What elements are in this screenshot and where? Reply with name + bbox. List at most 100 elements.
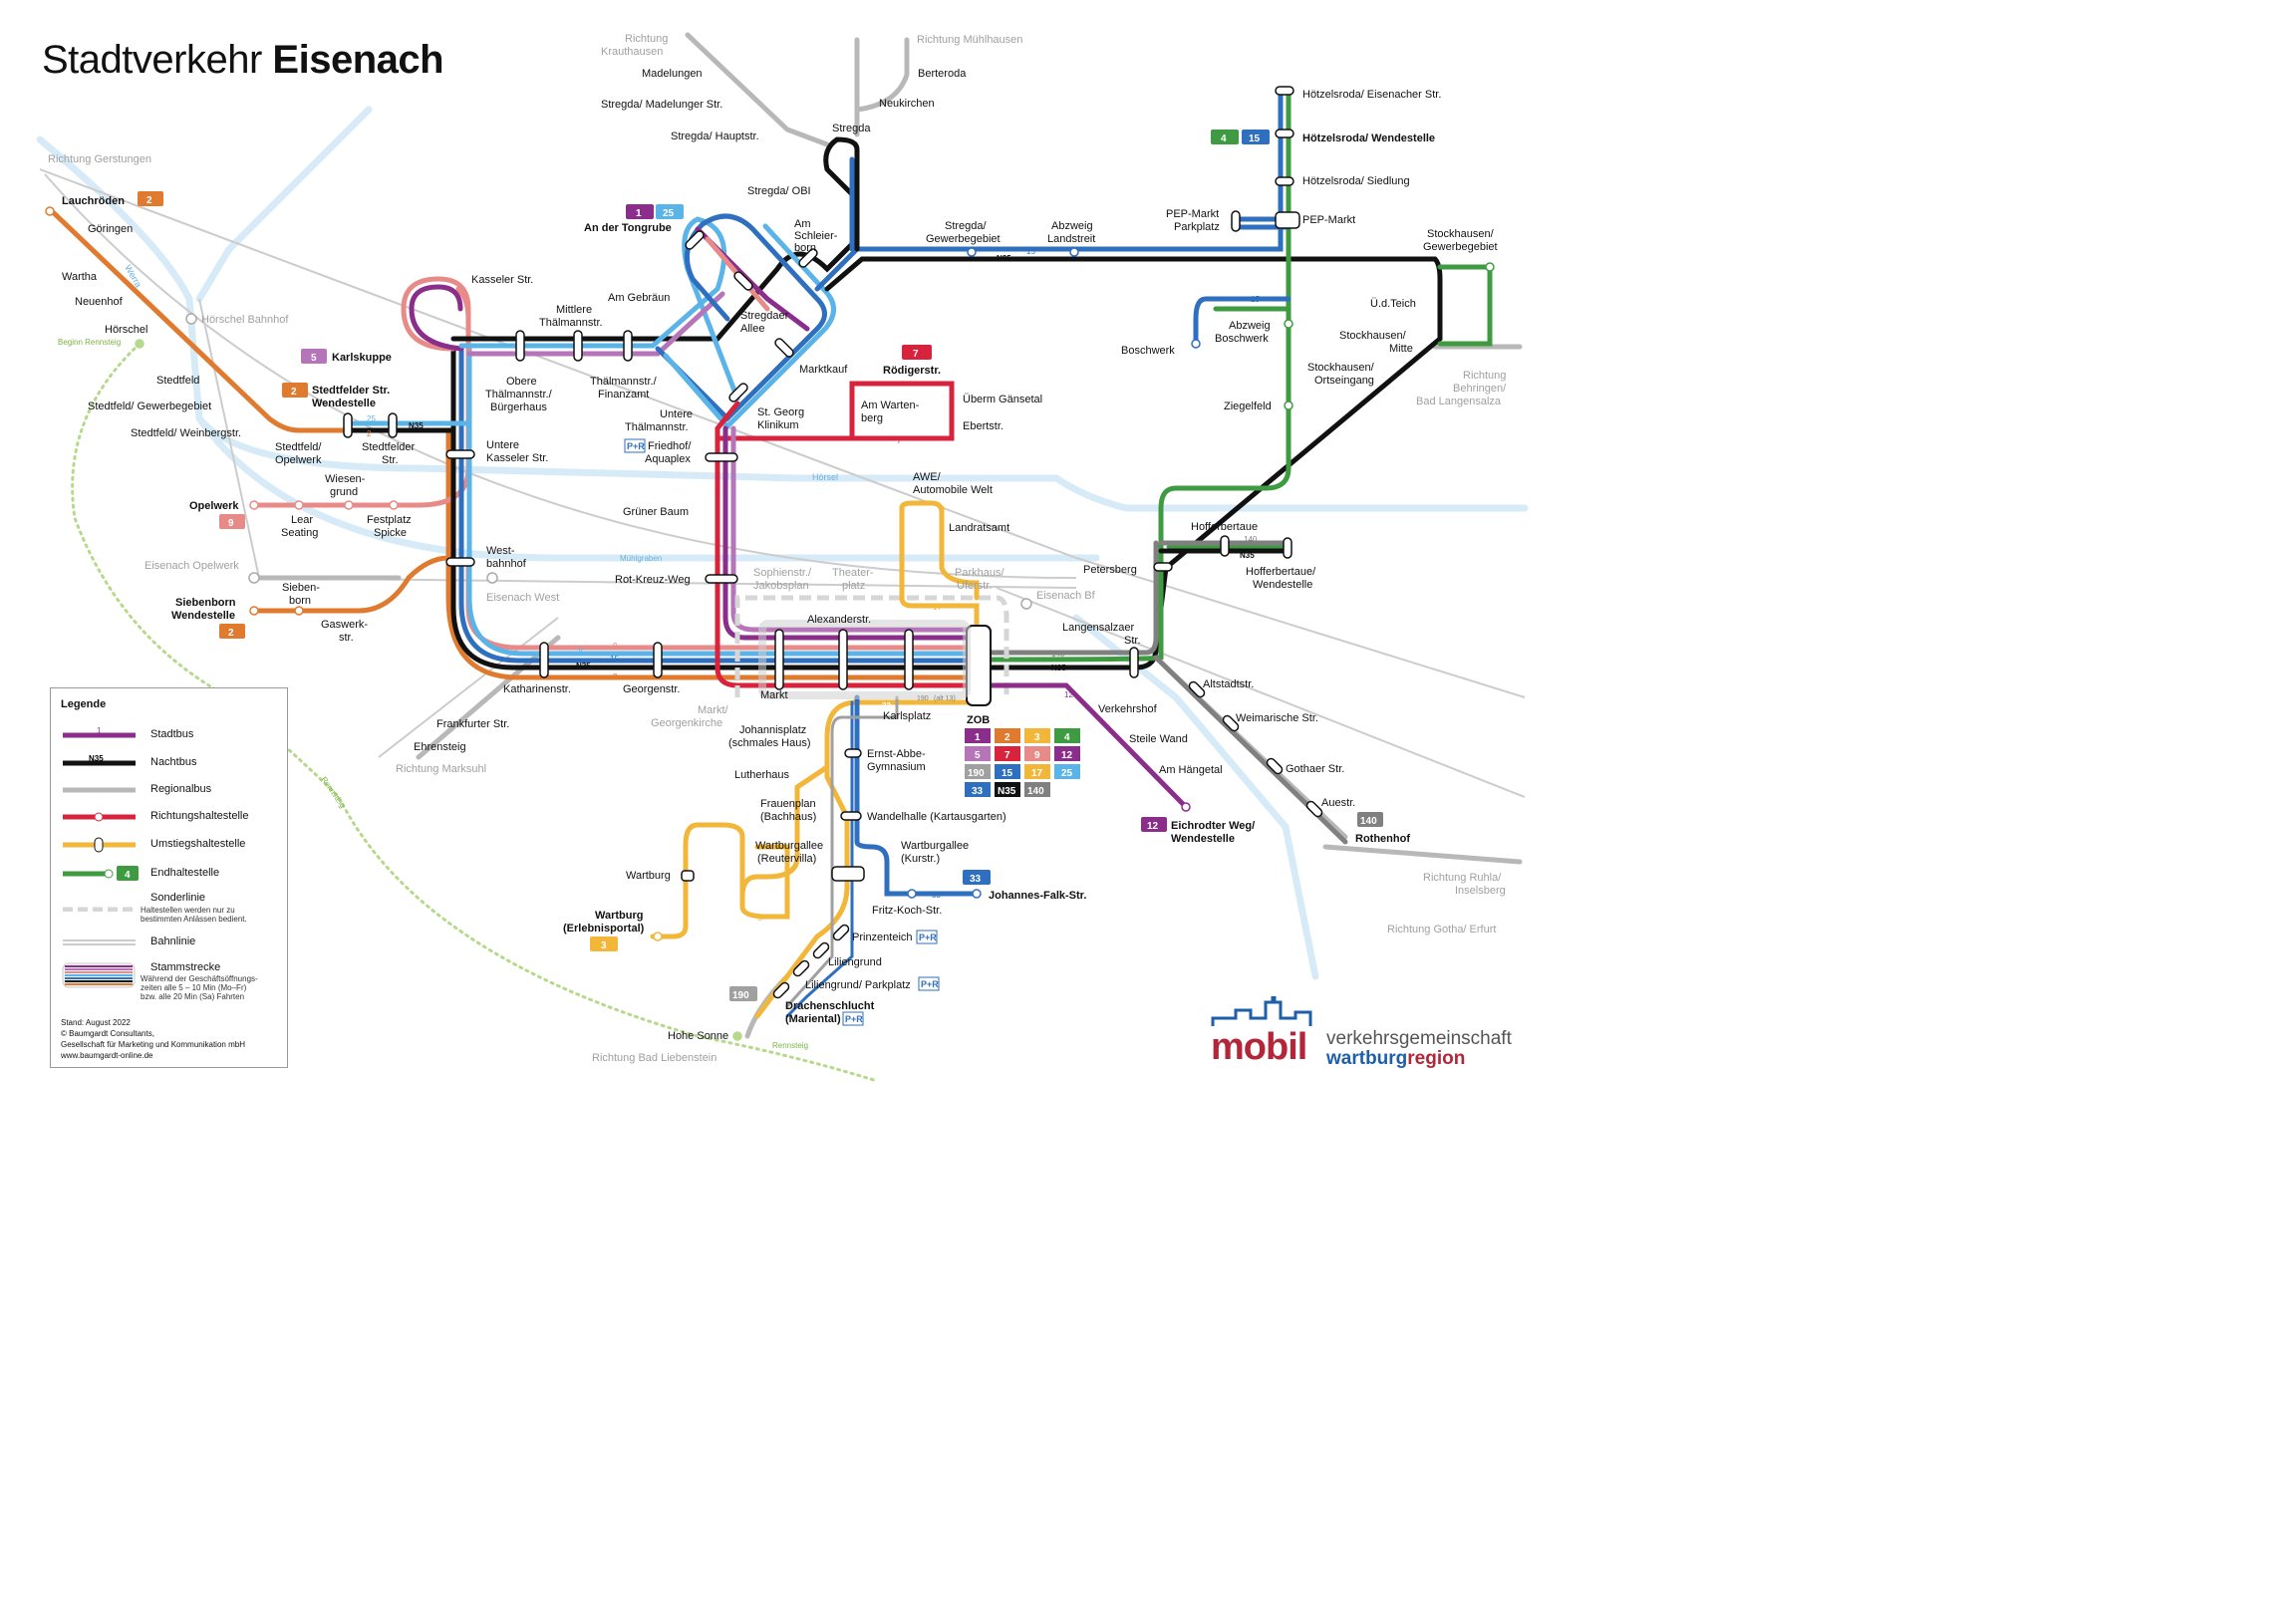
stop-karlskuppe[interactable]: Karlskuppe <box>332 352 392 364</box>
stop-am-wartenberg[interactable]: Am Warten-berg <box>861 400 920 424</box>
stop-hoerschel[interactable]: Hörschel <box>105 324 147 336</box>
stop-lutherhaus[interactable]: Lutherhaus <box>734 769 790 781</box>
stop-boschwerk[interactable]: Boschwerk <box>1121 345 1175 357</box>
stop-altstadtstr[interactable]: Altstadtstr. <box>1203 678 1254 690</box>
stop-wandelhalle[interactable]: Wandelhalle (Kartausgarten) <box>867 811 1006 823</box>
stop-wiesengrund[interactable]: Wiesen-grund <box>325 473 366 498</box>
stop-frankfurter[interactable]: Frankfurter Str. <box>436 718 509 730</box>
stop-wartburg[interactable]: Wartburg <box>626 870 671 882</box>
stop-stockhausen-ort[interactable]: Stockhausen/Ortseingang <box>1307 362 1375 387</box>
stop-markt[interactable]: Markt <box>760 689 788 701</box>
stop-madelungen[interactable]: Madelungen <box>642 68 703 80</box>
stop-friedhof[interactable]: Friedhof/Aquaplex <box>645 440 692 465</box>
stop-prinzenteich[interactable]: Prinzenteich <box>852 932 913 943</box>
stop-neukirchen[interactable]: Neukirchen <box>879 98 935 110</box>
stop-petersberg[interactable]: Petersberg <box>1083 564 1137 576</box>
stop-theaterplatz[interactable]: Theater-platz <box>832 567 874 592</box>
stop-liliengrund-pp[interactable]: Liliengrund/ Parkplatz <box>805 979 911 991</box>
stop-markt-georgen[interactable]: Markt/Georgenkirche <box>651 704 729 729</box>
stop-wartha[interactable]: Wartha <box>62 271 98 283</box>
stop-zob[interactable]: ZOB <box>967 714 990 726</box>
stop-johannes-falk[interactable]: Johannes-Falk-Str. <box>989 890 1086 902</box>
stop-hofferbertaue-w[interactable]: Hofferbertaue/Wendestelle <box>1246 566 1316 591</box>
stop-am-haengetal[interactable]: Am Hängetal <box>1159 764 1223 776</box>
stop-gruener-baum[interactable]: Grüner Baum <box>623 506 689 518</box>
stop-karlsplatz[interactable]: Karlsplatz <box>883 710 931 722</box>
stop-verkehrshof[interactable]: Verkehrshof <box>1098 703 1158 715</box>
stop-lauchroeden[interactable]: Lauchröden <box>62 195 125 207</box>
stop-ebertstr[interactable]: Ebertstr. <box>963 420 1004 432</box>
stop-hohe-sonne[interactable]: Hohe Sonne <box>668 1030 728 1042</box>
stop-marktkauf[interactable]: Marktkauf <box>799 364 848 376</box>
stop-landratsamt[interactable]: Landratsamt <box>949 522 1009 534</box>
stop-weimarische[interactable]: Weimarische Str. <box>1236 712 1318 724</box>
stop-stregda-obi[interactable]: Stregda/ OBI <box>747 185 811 197</box>
stop-pep-markt[interactable]: PEP-Markt <box>1302 214 1355 226</box>
stop-hofferbertaue[interactable]: Hofferbertaue <box>1191 521 1258 533</box>
stop-uberm-gaensetal[interactable]: Überm Gänsetal <box>963 394 1042 405</box>
stop-goeringen[interactable]: Göringen <box>88 223 133 235</box>
stop-kasseler[interactable]: Kasseler Str. <box>471 274 533 286</box>
stop-gaswerk[interactable]: Gaswerk-str. <box>321 619 368 644</box>
stop-gothaer[interactable]: Gothaer Str. <box>1286 763 1344 775</box>
stop-georgenstr[interactable]: Georgenstr. <box>623 683 680 695</box>
stop-awe[interactable]: AWE/Automobile Welt <box>913 471 993 496</box>
stop-ernst-abbe[interactable]: Ernst-Abbe-Gymnasium <box>867 748 926 773</box>
stop-parkhaus[interactable]: Parkhaus/Uferstr. <box>955 567 1004 592</box>
stop-katharinenstr[interactable]: Katharinenstr. <box>503 683 571 695</box>
stop-stockhausen-gew[interactable]: Stockhausen/Gewerbegebiet <box>1423 228 1498 253</box>
stop-wartburgallee-r[interactable]: Wartburgallee(Reutervilla) <box>755 840 823 865</box>
stop-alexanderstr[interactable]: Alexanderstr. <box>807 614 871 626</box>
stop-opelwerk[interactable]: Opelwerk <box>189 500 239 512</box>
stop-rothenhof[interactable]: Rothenhof <box>1355 833 1410 845</box>
stop-an-der-tongrube[interactable]: An der Tongrube <box>584 222 672 234</box>
stop-am-gebraeun[interactable]: Am Gebräun <box>608 292 670 304</box>
stop-drachenschlucht[interactable]: Drachenschlucht(Mariental) <box>785 1000 875 1025</box>
stop-hoetzelsroda-wende[interactable]: Hötzelsroda/ Wendestelle <box>1302 133 1435 144</box>
stop-liliengrund[interactable]: Liliengrund <box>828 956 882 968</box>
stop-stockhausen-mitte[interactable]: Stockhausen/Mitte <box>1339 330 1413 355</box>
stop-roedigerstr[interactable]: Rödigerstr. <box>883 365 941 377</box>
stop-wartburg-ep[interactable]: Wartburg(Erlebnisportal) <box>563 910 645 935</box>
stop-hoetzelsroda-sied[interactable]: Hötzelsroda/ Siedlung <box>1302 175 1410 187</box>
stop-rotkreuz[interactable]: Rot-Kreuz-Weg <box>615 574 691 586</box>
stop-ziegelfeld[interactable]: Ziegelfeld <box>1224 401 1272 412</box>
stop-berteroda[interactable]: Berteroda <box>918 68 967 80</box>
stop-auestr[interactable]: Auestr. <box>1321 797 1355 809</box>
stop-eichrodter[interactable]: Eichrodter Weg/Wendestelle <box>1171 820 1255 845</box>
stop-stedtfeld-opelwerk[interactable]: Stedtfeld/Opelwerk <box>275 441 322 466</box>
stop-sophienstr[interactable]: Sophienstr./Jakobsplan <box>753 567 812 592</box>
stop-johannisplatz[interactable]: Johannisplatz(schmales Haus) <box>728 724 811 749</box>
stop-stregda-haupt[interactable]: Stregda/ Hauptstr. <box>671 131 759 142</box>
stop-thaelmann-fa[interactable]: Thälmannstr./Finanzamt <box>590 376 658 401</box>
stop-stregda-gewerbe[interactable]: Stregda/Gewerbegebiet <box>926 220 1001 245</box>
stop-stregda[interactable]: Stregda <box>832 123 871 134</box>
stop-frauenplan[interactable]: Frauenplan(Bachhaus) <box>760 798 816 823</box>
stop-siebenborn[interactable]: Sieben-born <box>282 582 320 607</box>
stop-ehrensteig[interactable]: Ehrensteig <box>414 741 466 753</box>
stop-neuenhof[interactable]: Neuenhof <box>75 296 124 308</box>
stop-stedtfeld-gewerbe[interactable]: Stedtfeld/ Gewerbegebiet <box>88 401 211 412</box>
stop-stedtfeld[interactable]: Stedtfeld <box>156 375 199 387</box>
stop-stregda-madel[interactable]: Stregda/ Madelunger Str. <box>601 99 722 111</box>
stop-westbahnhof[interactable]: West-bahnhof <box>486 545 527 570</box>
stop-stedtfelder-wende[interactable]: Stedtfelder Str.Wendestelle <box>312 385 390 409</box>
stop-wartburgallee-k[interactable]: Wartburgallee(Kurstr.) <box>901 840 969 865</box>
stop-stedtfeld-weinberg[interactable]: Stedtfeld/ Weinbergstr. <box>131 427 241 439</box>
stop-hoetzelsroda-eis[interactable]: Hötzelsroda/ Eisenacher Str. <box>1302 89 1441 101</box>
stop-ud-teich[interactable]: Ü.d.Teich <box>1370 298 1416 310</box>
